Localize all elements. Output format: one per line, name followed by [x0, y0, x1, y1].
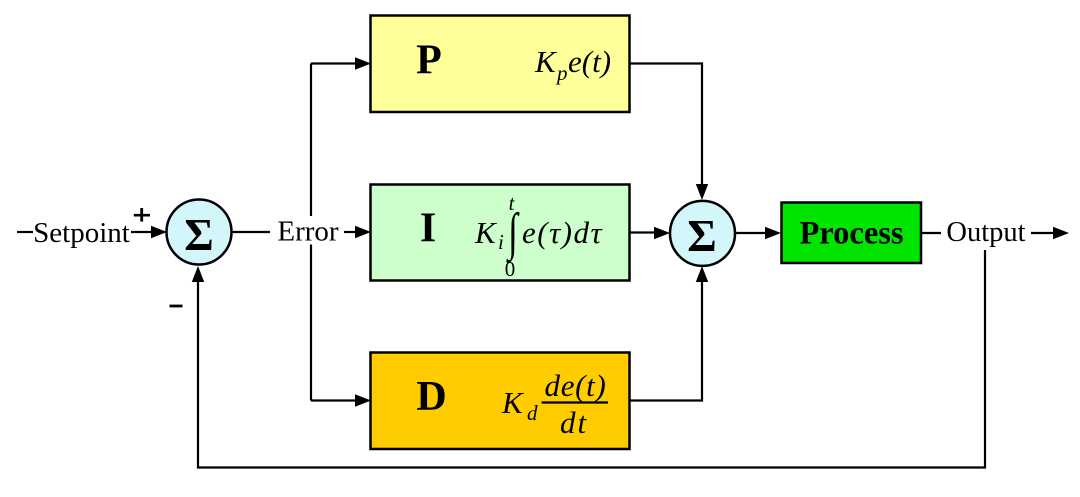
svg-text:Output: Output [946, 217, 1025, 248]
svg-text:P: P [416, 38, 442, 84]
svg-text:I: I [420, 206, 436, 252]
svg-text:D: D [416, 374, 446, 420]
svg-text:e(t): e(t) [568, 44, 611, 79]
svg-text:p: p [555, 61, 568, 85]
svg-text:K: K [534, 44, 558, 79]
svg-text:Process: Process [799, 216, 903, 252]
svg-text:K: K [501, 385, 525, 420]
svg-text:d: d [527, 401, 538, 425]
svg-text:de(t): de(t) [545, 368, 607, 403]
svg-text:Setpoint: Setpoint [33, 217, 130, 249]
svg-text:Σ: Σ [687, 211, 716, 261]
svg-text:Error: Error [277, 216, 339, 248]
svg-text:0: 0 [505, 257, 516, 281]
svg-text:Σ: Σ [184, 210, 213, 260]
svg-text:e(τ)dτ: e(τ)dτ [522, 215, 604, 250]
svg-text:∫: ∫ [506, 202, 520, 263]
svg-text:i: i [498, 230, 504, 254]
svg-text:K: K [474, 215, 498, 250]
svg-text:t: t [509, 191, 516, 215]
svg-text:dt: dt [560, 405, 588, 440]
